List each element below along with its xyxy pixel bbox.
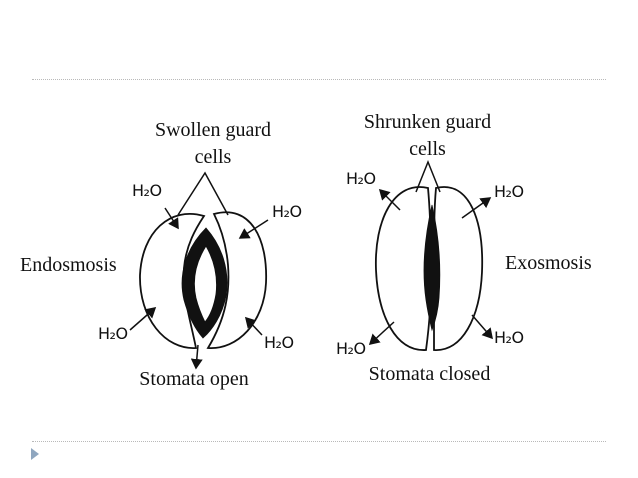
left-guard-cell-pair — [139, 211, 267, 349]
left-water-label-top-right: H₂O — [272, 202, 302, 221]
right-title-line2: cells — [409, 138, 446, 160]
right-water-label-top-right: H₂O — [494, 182, 524, 201]
left-title-pointer — [177, 171, 229, 216]
left-title-line1: Swollen guard — [154, 119, 272, 141]
right-title-line1: Shrunken guard — [363, 111, 492, 133]
right-stomatal-slit — [423, 204, 441, 332]
left-water-arrows — [129, 207, 269, 370]
left-water-label-top-left: H₂O — [132, 181, 162, 200]
left-side-label: Endosmosis — [20, 254, 117, 276]
bottom-dotted-rule — [32, 441, 606, 442]
right-water-label-bottom-left: H₂O — [336, 339, 366, 358]
left-water-label-bottom-right: H₂O — [264, 333, 294, 352]
right-water-arrows — [368, 188, 493, 346]
right-caption: Stomata closed — [368, 363, 491, 385]
left-water-label-bottom-left: H₂O — [98, 324, 128, 343]
right-guard-cell-a — [375, 186, 432, 351]
left-guard-cell-b — [206, 211, 267, 349]
right-guard-cell-b — [433, 186, 484, 351]
right-water-label-top-left: H₂O — [346, 169, 376, 188]
top-dotted-rule — [32, 79, 606, 80]
left-guard-cell-a — [139, 213, 206, 349]
left-caption: Stomata open — [139, 368, 249, 390]
left-title-line2: cells — [194, 146, 232, 168]
right-water-label-bottom-right: H₂O — [494, 328, 524, 347]
right-side-label: Exosmosis — [505, 252, 592, 274]
right-title-pointer — [415, 159, 441, 193]
left-stomatal-pore — [181, 227, 228, 339]
slide-bullet-icon — [31, 448, 39, 460]
